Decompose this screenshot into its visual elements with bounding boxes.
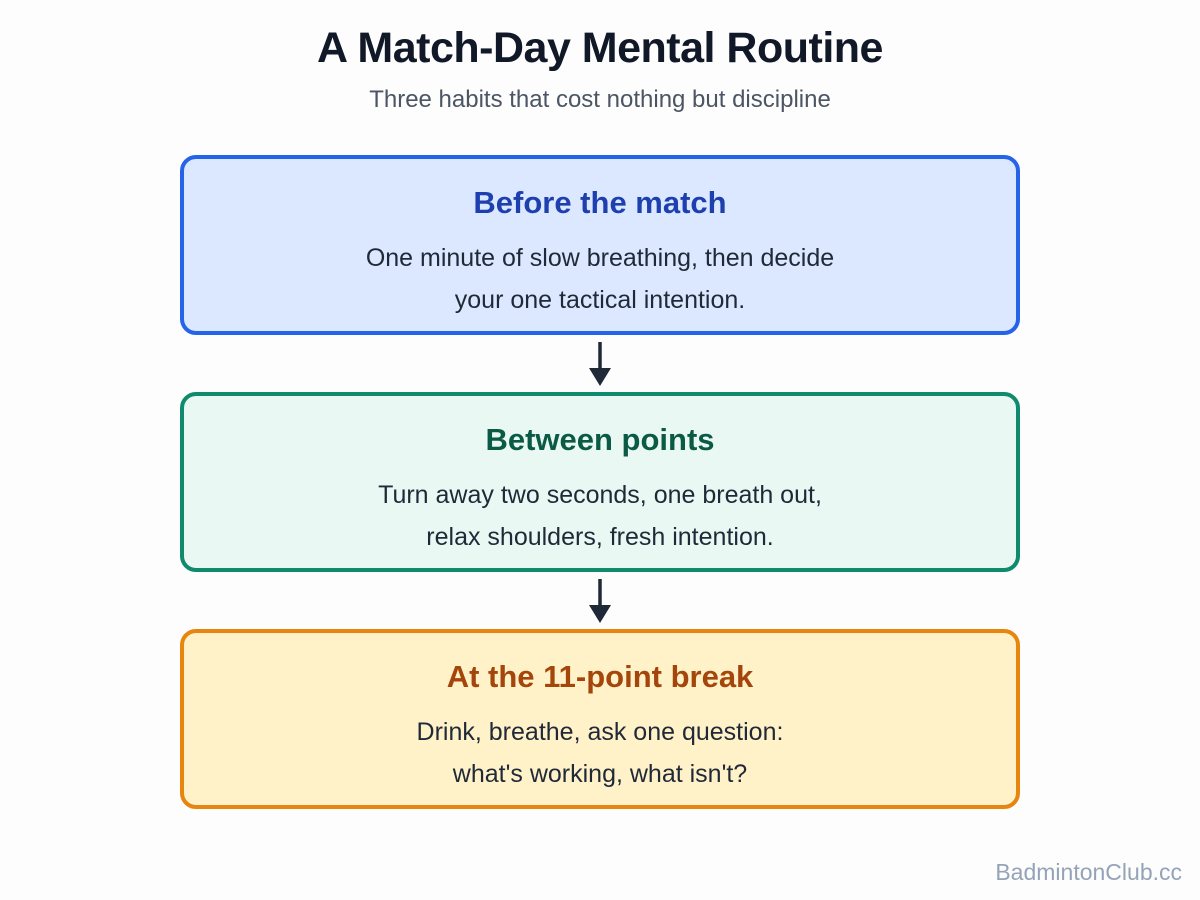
step-title: At the 11-point break (446, 659, 754, 694)
step-description-line: relax shoulders, fresh intention. (426, 523, 774, 551)
step-card-11-point-break: At the 11-point break Drink, breathe, as… (180, 629, 1020, 809)
step-description-line: Turn away two seconds, one breath out, (378, 481, 822, 509)
down-arrow-icon (589, 342, 611, 386)
page-title: A Match-Day Mental Routine (317, 24, 883, 72)
step-description-line: what's working, what isn't? (452, 760, 748, 788)
step-card-before-match: Before the match One minute of slow brea… (180, 155, 1020, 335)
step-description: Turn away two seconds, one breath out, r… (184, 474, 1016, 558)
step-title: Before the match (473, 185, 727, 220)
step-description: Drink, breathe, ask one question: what's… (184, 711, 1016, 795)
step-description-line: your one tactical intention. (454, 286, 746, 314)
down-arrow-icon (589, 579, 611, 623)
step-description: One minute of slow breathing, then decid… (184, 237, 1016, 321)
page-subtitle: Three habits that cost nothing but disci… (369, 86, 831, 113)
step-title: Between points (485, 422, 715, 457)
step-description-line: Drink, breathe, ask one question: (416, 718, 784, 746)
watermark: BadmintonClub.cc (995, 859, 1182, 885)
step-description-line: One minute of slow breathing, then decid… (365, 244, 835, 272)
step-card-between-points: Between points Turn away two seconds, on… (180, 392, 1020, 572)
